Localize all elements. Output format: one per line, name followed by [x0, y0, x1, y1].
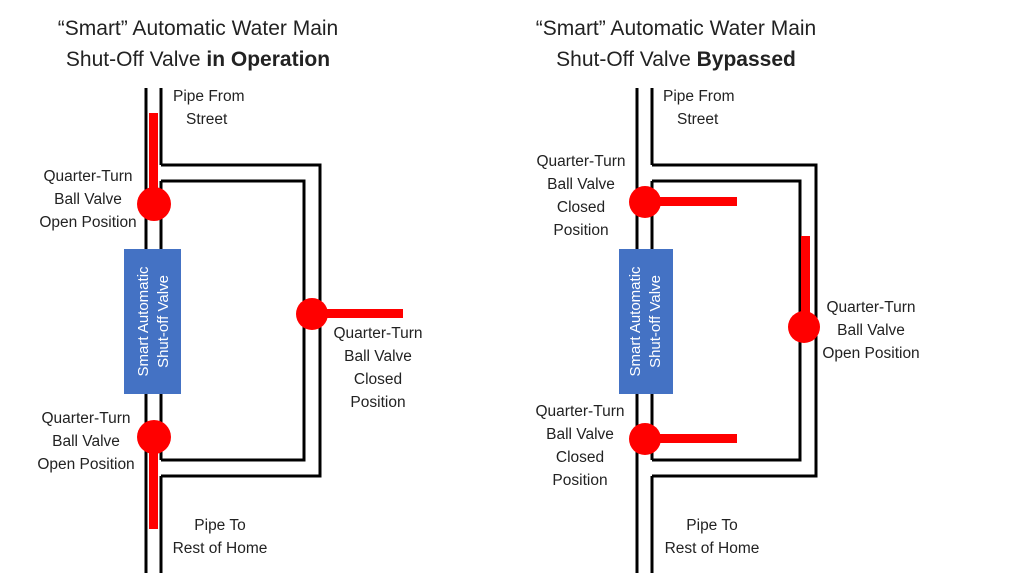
- left-bypass-valve-line1: Quarter-Turn: [333, 325, 422, 342]
- left-bypass-valve-line2: Ball Valve: [344, 348, 412, 365]
- right-top-valve: [629, 186, 737, 218]
- left-title-normal: Shut-Off Valve: [66, 48, 206, 71]
- right-title-line1: “Smart” Automatic Water Main: [536, 17, 816, 40]
- right-smart-valve: [619, 249, 673, 394]
- left-pipe-from-line1: Pipe From: [173, 88, 245, 105]
- left-diagram: “Smart” Automatic Water Main Shut-Off Va…: [37, 17, 423, 573]
- right-bypass-valve-line3: Open Position: [822, 345, 919, 362]
- left-smart-valve-line1: Smart Automatic: [135, 266, 152, 377]
- right-bottom-valve-line4: Position: [552, 472, 607, 489]
- right-pipe-from-line1: Pipe From: [663, 88, 735, 105]
- right-bottom-valve-line2: Ball Valve: [546, 426, 614, 443]
- left-bottom-valve-line1: Quarter-Turn: [41, 410, 130, 427]
- left-top-valve-line3: Open Position: [39, 214, 136, 231]
- right-pipe-to-line2: Rest of Home: [665, 540, 760, 557]
- left-title-line2: Shut-Off Valve in Operation: [66, 48, 330, 71]
- right-bypass-valve-line2: Ball Valve: [837, 322, 905, 339]
- right-bottom-valve: [629, 423, 737, 455]
- left-top-valve-line2: Ball Valve: [54, 191, 122, 208]
- left-pipe-to-line1: Pipe To: [194, 517, 245, 534]
- right-title-bold: Bypassed: [697, 48, 796, 71]
- left-bypass-valve-line4: Position: [350, 394, 405, 411]
- left-bottom-valve-line2: Ball Valve: [52, 433, 120, 450]
- right-pipe-to-line1: Pipe To: [686, 517, 737, 534]
- right-bottom-valve-line3: Closed: [556, 449, 604, 466]
- left-pipe-from-line2: Street: [186, 111, 228, 128]
- right-pipe-from-line2: Street: [677, 111, 719, 128]
- right-smart-valve-line2: Shut-off Valve: [647, 275, 664, 368]
- right-top-valve-line1: Quarter-Turn: [536, 153, 625, 170]
- right-title-normal: Shut-Off Valve: [556, 48, 696, 71]
- left-bottom-valve: [137, 420, 171, 529]
- left-title-bold: in Operation: [206, 48, 330, 71]
- right-smart-valve-line1: Smart Automatic: [627, 266, 644, 377]
- left-top-valve-line1: Quarter-Turn: [43, 168, 132, 185]
- right-bypass-valve: [788, 236, 820, 343]
- right-top-valve-line3: Closed: [557, 199, 605, 216]
- left-top-valve: [137, 113, 171, 221]
- left-smart-valve-line2: Shut-off Valve: [155, 275, 172, 368]
- left-bypass-pipe: [161, 163, 322, 478]
- left-title-line1: “Smart” Automatic Water Main: [58, 17, 338, 40]
- right-bypass-valve-line1: Quarter-Turn: [826, 299, 915, 316]
- right-top-valve-line4: Position: [553, 222, 608, 239]
- right-bottom-valve-line1: Quarter-Turn: [535, 403, 624, 420]
- left-bypass-valve-line3: Closed: [354, 371, 402, 388]
- left-smart-valve: [124, 249, 181, 394]
- left-bypass-valve: [296, 298, 403, 330]
- right-top-valve-line2: Ball Valve: [547, 176, 615, 193]
- left-bottom-valve-line3: Open Position: [37, 456, 134, 473]
- left-pipe-to-line2: Rest of Home: [173, 540, 268, 557]
- right-title-line2: Shut-Off Valve Bypassed: [556, 48, 796, 71]
- right-diagram: “Smart” Automatic Water Main Shut-Off Va…: [535, 17, 920, 573]
